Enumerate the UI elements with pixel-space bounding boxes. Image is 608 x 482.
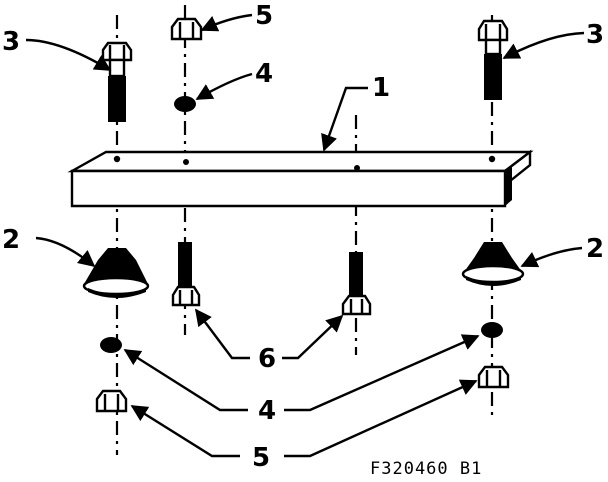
leader-2-right xyxy=(520,246,583,268)
callout-3-right: 3 xyxy=(586,20,604,50)
leader-2-left xyxy=(35,236,96,268)
callout-5-top: 5 xyxy=(255,1,273,31)
leader-5-bottom-right xyxy=(284,379,478,458)
leader-lines xyxy=(25,13,585,458)
bracket-shading xyxy=(505,167,512,206)
callout-5-bottom: 5 xyxy=(252,443,270,473)
bracket-hole-inner-left xyxy=(183,159,189,165)
callout-2-right: 2 xyxy=(586,234,604,264)
rubber-mount-right xyxy=(461,242,525,286)
bracket-hole-inner-right xyxy=(354,165,360,171)
stud-bolt-right xyxy=(341,252,372,316)
leader-3-right xyxy=(502,31,585,60)
nut-bottom-right xyxy=(477,365,510,389)
callout-2-left: 2 xyxy=(2,225,20,255)
stud-bolt-left xyxy=(171,242,201,307)
leader-4-top xyxy=(195,72,253,101)
mounting-bracket xyxy=(67,149,534,208)
washer-top xyxy=(174,96,196,112)
callouts: 1 2 2 3 3 4 4 5 5 6 xyxy=(2,1,604,473)
nut-top xyxy=(170,17,203,41)
leader-6-left xyxy=(194,308,250,360)
leader-5-top xyxy=(200,13,253,32)
callout-1: 1 xyxy=(372,73,390,103)
washer-bottom-left xyxy=(100,337,122,353)
rubber-mount-left xyxy=(82,248,150,298)
figure-code: F320460 B1 xyxy=(370,459,482,479)
leader-6-right xyxy=(282,314,344,360)
bolt-right xyxy=(477,19,509,100)
leader-4-bottom-left xyxy=(123,348,248,412)
bracket-hole-right xyxy=(488,155,496,163)
washer-bottom-right xyxy=(481,322,503,338)
nut-bottom-left xyxy=(95,389,128,413)
bolt-left xyxy=(101,41,133,122)
callout-3-left: 3 xyxy=(2,27,20,57)
callout-4-bottom: 4 xyxy=(258,396,276,426)
bracket-hole-left xyxy=(113,155,121,163)
callout-4-top: 4 xyxy=(255,59,273,89)
leader-5-bottom-left xyxy=(130,404,240,458)
callout-6: 6 xyxy=(258,344,276,374)
centerlines xyxy=(115,5,494,455)
leader-1 xyxy=(321,86,368,152)
leader-3-left xyxy=(25,38,112,72)
leader-4-bottom-right xyxy=(284,334,480,412)
